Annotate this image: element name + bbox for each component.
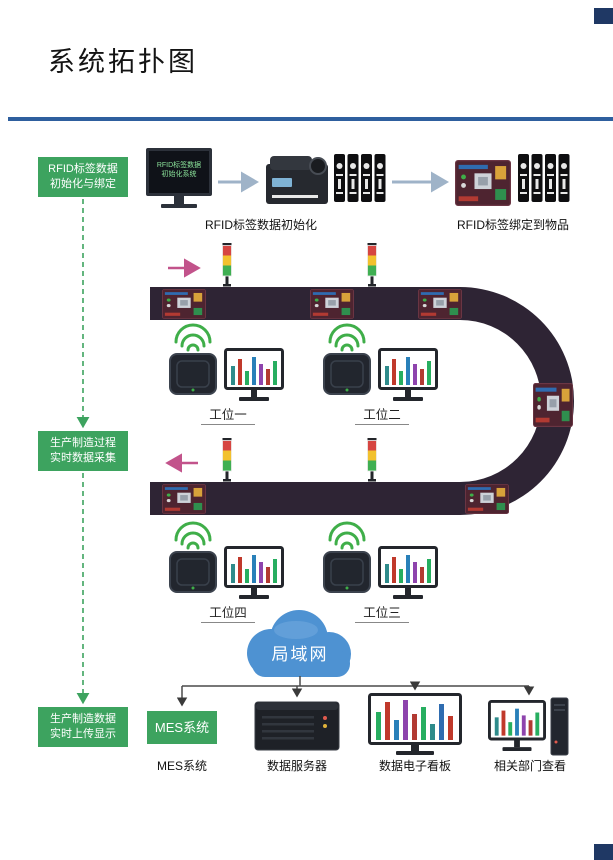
chart-monitor-icon <box>224 348 284 402</box>
caption-mes: MES系统 <box>156 759 207 773</box>
workstation-3-label: 工位三 <box>332 602 432 623</box>
workstation-1-label: 工位一 <box>178 404 278 425</box>
workstation-3-text: 工位三 <box>355 606 409 623</box>
pcb-icon <box>310 289 354 319</box>
chart-monitor-icon <box>224 546 284 600</box>
stack-light-icon <box>367 438 377 482</box>
lan-cloud-label: 局域网 <box>271 645 329 664</box>
pcb-icon <box>418 289 462 319</box>
pc-tower-icon <box>550 697 569 756</box>
chart-monitor-icon <box>378 546 438 600</box>
page-title: 系统拓扑图 <box>48 47 198 77</box>
server-icon <box>254 701 340 751</box>
rfid-reader-icon <box>168 521 218 594</box>
workstation-4-text: 工位四 <box>201 606 255 623</box>
init-pc-screen: RFID标签数据 初始化系统 <box>146 148 212 196</box>
caption-dept: 相关部门查看 <box>493 759 566 773</box>
workstation-2-text: 工位二 <box>355 408 409 425</box>
pcb-icon <box>162 484 206 514</box>
rfid-tags-icon <box>518 154 570 202</box>
stage-line: 生产制造数据 <box>50 713 116 725</box>
screen-text-line: RFID标签数据 <box>156 162 202 169</box>
rfid-reader-icon <box>322 521 372 594</box>
pcb-icon <box>465 484 509 514</box>
network-bus <box>176 676 535 707</box>
caption-board: 数据电子看板 <box>378 759 451 773</box>
pcb-icon <box>533 383 573 427</box>
caption-server: 数据服务器 <box>266 759 327 773</box>
stage-label-rfid-init: RFID标签数据 初始化与绑定 <box>38 157 128 197</box>
lan-cloud <box>247 610 351 677</box>
mes-system-box: MES系统 <box>147 711 217 744</box>
stack-light-icon <box>222 438 232 482</box>
caption-rfid-init: RFID标签数据初始化 <box>205 218 317 232</box>
workstation-1-text: 工位一 <box>201 408 255 425</box>
conveyor-belt <box>150 287 574 515</box>
rfid-reader-icon <box>168 323 218 396</box>
stage-label-data-collect: 生产制造过程 实时数据采集 <box>38 431 128 471</box>
stage-line: RFID标签数据 <box>48 163 118 175</box>
rfid-tags-icon <box>334 154 386 202</box>
title-divider <box>8 117 613 121</box>
workstation-2-label: 工位二 <box>332 404 432 425</box>
pcb-icon <box>162 289 206 319</box>
workstation-4-label: 工位四 <box>178 602 278 623</box>
corner-accent-bottom <box>594 844 613 860</box>
pcb-icon <box>455 160 511 206</box>
stage-line: 实时数据采集 <box>50 452 116 464</box>
caption-rfid-bind: RFID标签绑定到物品 <box>457 218 569 232</box>
dept-monitor-icon <box>488 700 546 752</box>
rfid-reader-icon <box>322 323 372 396</box>
stage-label-data-upload: 生产制造数据 实时上传显示 <box>38 707 128 747</box>
stage-line: 初始化与绑定 <box>50 178 116 190</box>
corner-accent-top <box>594 8 613 24</box>
screen-text-line: 初始化系统 <box>161 171 197 178</box>
rfid-printer-icon <box>266 156 328 204</box>
monitor-base <box>161 204 197 208</box>
stack-light-icon <box>367 243 377 287</box>
stage-line: 实时上传显示 <box>50 728 116 740</box>
stack-light-icon <box>222 243 232 287</box>
data-board-monitor-icon <box>368 693 462 755</box>
init-pc-monitor: RFID标签数据 初始化系统 <box>146 148 212 208</box>
monitor-neck <box>174 196 184 204</box>
stage-line: 生产制造过程 <box>50 437 116 449</box>
chart-monitor-icon <box>378 348 438 402</box>
